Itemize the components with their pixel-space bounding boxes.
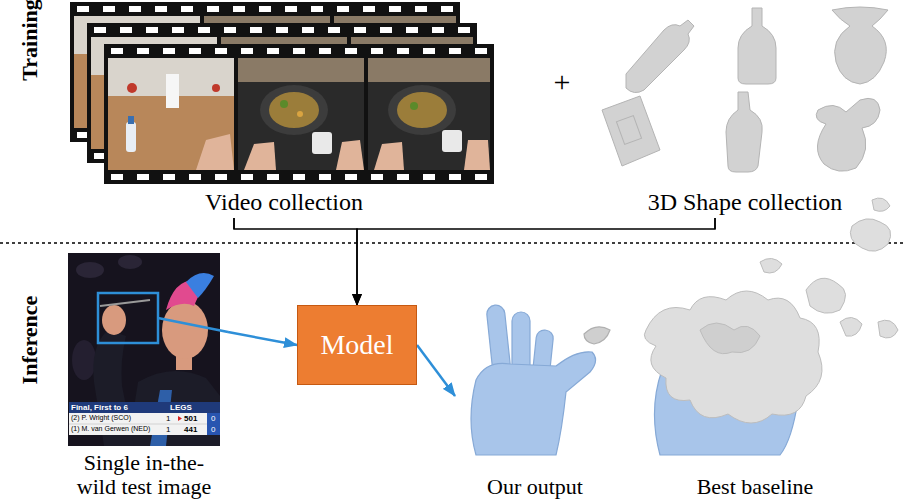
shape-collection: 3D Shape collection bbox=[590, 0, 900, 218]
baseline-output bbox=[850, 219, 890, 251]
darts-photo bbox=[68, 253, 220, 446]
darts-photo bbox=[186, 273, 214, 298]
baseline-output bbox=[760, 258, 782, 273]
output-hand bbox=[584, 327, 610, 344]
node-caption: Single in-the-wild test image bbox=[69, 451, 219, 500]
divider-line bbox=[0, 242, 904, 244]
divider-line bbox=[0, 243, 904, 244]
scoreboard-text: (2) P. Wright (SCO) bbox=[71, 414, 131, 422]
darts-photo bbox=[118, 255, 142, 269]
baseline-output bbox=[644, 198, 898, 455]
output-hand bbox=[471, 304, 610, 455]
darts-photo bbox=[68, 253, 228, 446]
shape-point-clouds bbox=[616, 116, 641, 145]
model-box: Model bbox=[297, 305, 417, 385]
scoreboard-text: 501 bbox=[184, 414, 197, 423]
darts-photo bbox=[69, 402, 220, 413]
connector-arrow bbox=[228, 332, 297, 345]
darts-photo bbox=[98, 293, 158, 343]
connector-arrow bbox=[234, 218, 357, 305]
shape-point-clouds bbox=[816, 98, 880, 171]
baseline-panel: Best baseline bbox=[640, 290, 870, 502]
bracket-line bbox=[234, 218, 715, 229]
darts-photo bbox=[158, 318, 228, 332]
scoreboard-text: Final, First to 6 bbox=[71, 403, 128, 412]
darts-photo bbox=[162, 301, 208, 359]
darts-photo bbox=[72, 340, 96, 380]
shape-point-clouds bbox=[832, 7, 888, 84]
darts-photo bbox=[178, 416, 182, 421]
baseline-output bbox=[872, 198, 890, 211]
section-label: Training bbox=[17, 0, 42, 81]
shape-point-clouds bbox=[626, 20, 694, 93]
shape-point-clouds bbox=[738, 8, 776, 84]
shape-point-clouds bbox=[602, 7, 888, 172]
node-caption: Best baseline bbox=[697, 475, 814, 500]
scoreboard-text: 0 bbox=[211, 425, 215, 434]
node-caption: 3D Shape collection bbox=[648, 189, 843, 216]
video-collection: Video collection bbox=[68, 0, 500, 218]
shape-point-clouds bbox=[602, 96, 660, 166]
darts-photo bbox=[69, 413, 207, 435]
plus-sign: + bbox=[554, 65, 571, 100]
darts-photo bbox=[69, 424, 207, 425]
baseline-output bbox=[644, 198, 898, 423]
baseline-output bbox=[644, 291, 822, 423]
output-hand bbox=[471, 352, 596, 455]
scoreboard-text: 1 bbox=[166, 425, 170, 434]
test-image: Single in-the-wild test image bbox=[60, 253, 228, 502]
connector-arrow bbox=[417, 345, 455, 396]
darts-photo bbox=[76, 262, 104, 278]
film-strips bbox=[104, 44, 494, 184]
scoreboard-text: LEGS bbox=[170, 403, 192, 412]
darts-photo bbox=[100, 300, 150, 306]
darts-photo bbox=[207, 413, 220, 435]
scoreboard-text: 441 bbox=[184, 425, 197, 434]
baseline-output bbox=[700, 323, 760, 354]
output-panel: Our output bbox=[455, 290, 615, 502]
node-caption: Video collection bbox=[205, 189, 363, 216]
film-strips bbox=[70, 2, 494, 184]
baseline-output bbox=[840, 317, 862, 336]
connector-arrow bbox=[357, 218, 715, 305]
shape-point-clouds bbox=[726, 92, 762, 172]
section-label: Inference bbox=[17, 296, 42, 385]
node-caption: Our output bbox=[487, 475, 583, 500]
node-caption: Model bbox=[320, 329, 393, 360]
scoreboard-text: 1 bbox=[166, 414, 170, 423]
baseline-output bbox=[878, 320, 898, 338]
scoreboard-text: (1) M. van Gerwen (NED) bbox=[71, 425, 150, 433]
baseline-output bbox=[806, 278, 846, 313]
darts-photo bbox=[102, 305, 126, 335]
scoreboard-text: 0 bbox=[211, 414, 215, 423]
